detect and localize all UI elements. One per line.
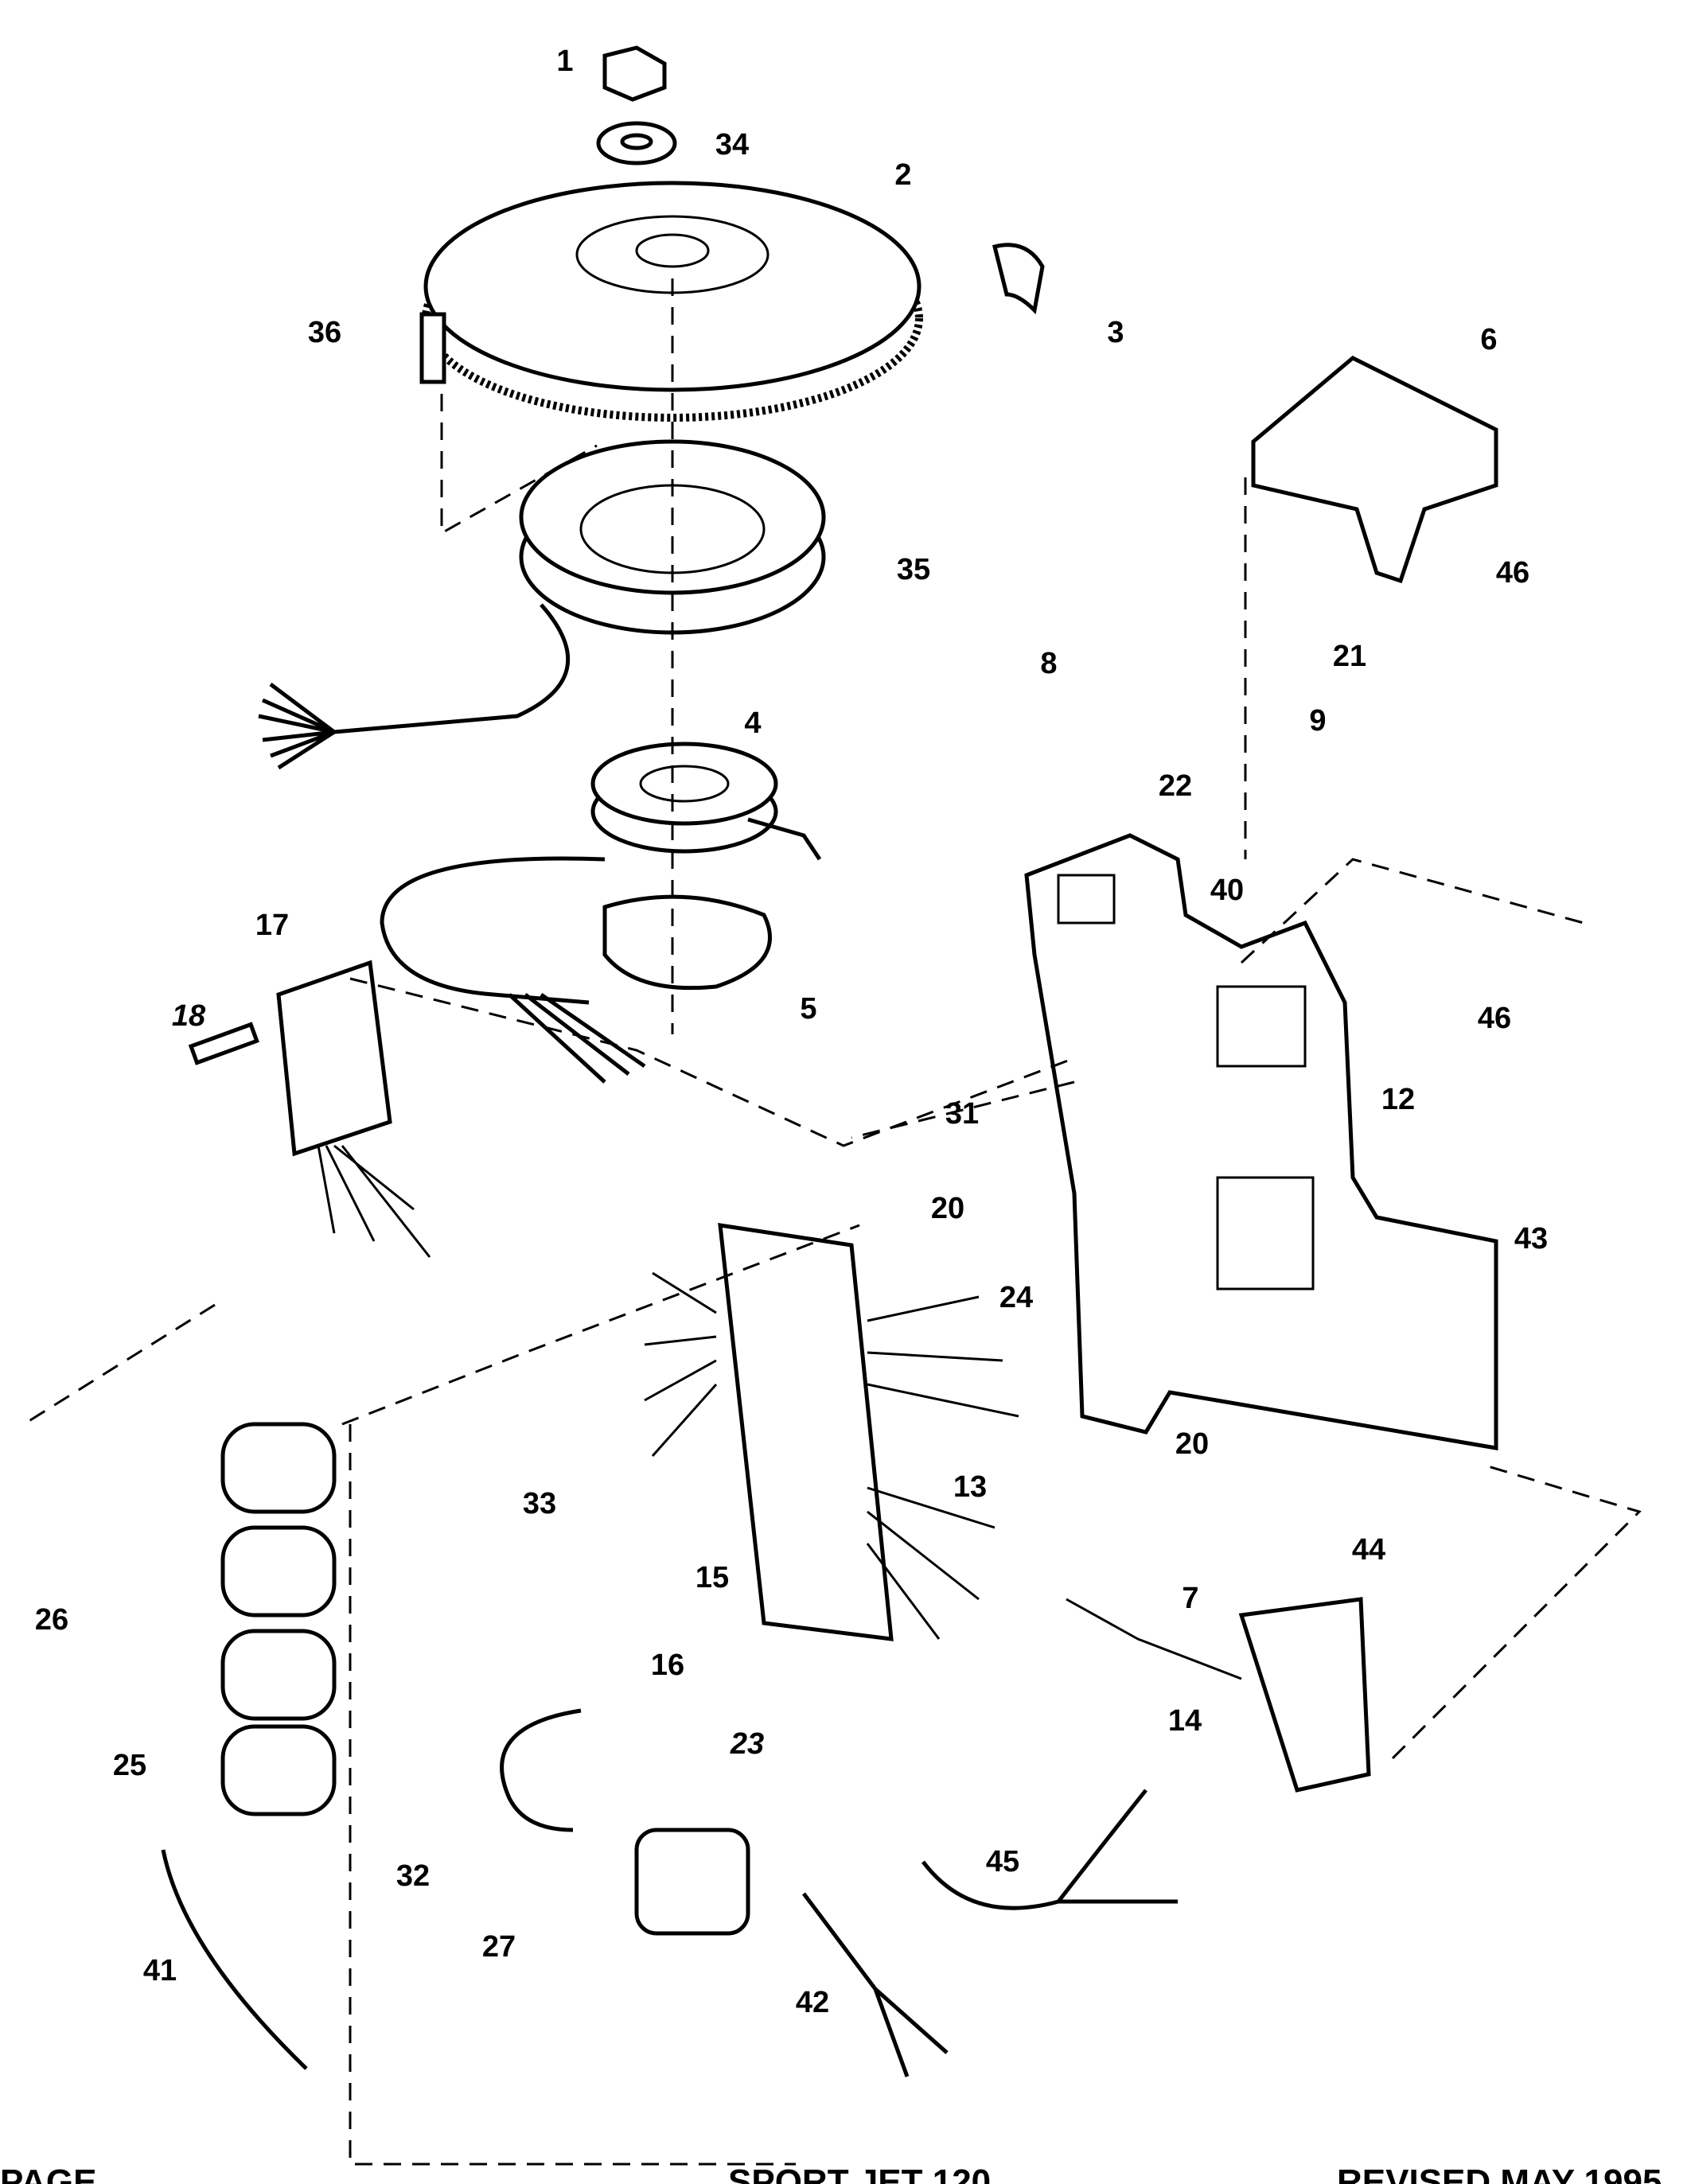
rectifier-part: [276, 960, 431, 1258]
solenoid-part: [500, 1708, 750, 1936]
callout-7: 7: [1182, 1582, 1198, 1615]
key-part: [992, 243, 1045, 315]
callout-20: 20: [1175, 1427, 1209, 1461]
nut-part: [602, 45, 667, 102]
retainer-part: [602, 894, 772, 991]
harness-part: [921, 1789, 1178, 1910]
callout-6: 6: [1480, 323, 1497, 356]
callout-45: 45: [986, 1845, 1019, 1878]
callout-22: 22: [1159, 769, 1192, 803]
callout-33: 33: [523, 1487, 556, 1520]
callout-12: 12: [1381, 1083, 1415, 1116]
footer-page: PAGE: [0, 2163, 97, 2184]
callout-25: 25: [113, 1749, 146, 1782]
harness-part: [802, 1892, 949, 2077]
callout-16: 16: [651, 1649, 684, 1682]
callout-35: 35: [897, 553, 930, 586]
callout-36: 36: [308, 316, 341, 349]
screw-part: [419, 312, 446, 384]
bracket-part: [1251, 356, 1498, 584]
footer-revision: REVISED MAY 1995: [1337, 2163, 1662, 2184]
footer-model: SPORT JET 120: [728, 2163, 992, 2184]
callout-24: 24: [999, 1281, 1033, 1314]
callout-17: 17: [255, 909, 289, 942]
bolt-part: [188, 1022, 259, 1065]
callout-46: 46: [1496, 556, 1529, 590]
ignition-coil-part: [220, 1422, 337, 1816]
callout-42: 42: [796, 1986, 829, 2019]
callout-34: 34: [715, 128, 749, 162]
callout-20: 20: [931, 1192, 964, 1225]
trigger-part: [380, 742, 822, 1084]
callout-23: 23: [730, 1727, 764, 1761]
callout-2: 2: [894, 158, 911, 192]
callout-4: 4: [744, 707, 761, 740]
ground-lead-part: [161, 1849, 308, 2070]
callout-40: 40: [1210, 874, 1244, 907]
washer-part: [596, 121, 677, 165]
callout-46: 46: [1478, 1002, 1511, 1035]
callout-43: 43: [1514, 1222, 1548, 1256]
callout-14: 14: [1168, 1704, 1202, 1738]
callout-5: 5: [800, 992, 816, 1026]
mounting-plate-part: [1024, 833, 1498, 1450]
module-part: [1066, 1597, 1371, 1793]
callout-26: 26: [35, 1603, 68, 1637]
callout-1: 1: [556, 45, 573, 78]
callout-31: 31: [945, 1097, 979, 1131]
callout-44: 44: [1352, 1533, 1385, 1567]
callout-21: 21: [1333, 640, 1366, 673]
callout-9: 9: [1309, 704, 1326, 738]
callout-3: 3: [1107, 316, 1124, 349]
flywheel-part: [422, 181, 923, 422]
callout-15: 15: [695, 1561, 729, 1594]
callout-41: 41: [143, 1954, 177, 1987]
callout-32: 32: [396, 1859, 430, 1893]
callout-27: 27: [482, 1930, 516, 1964]
callout-13: 13: [953, 1470, 987, 1504]
stator-part: [258, 439, 826, 770]
switch-box-part: [644, 1223, 1019, 1641]
callout-18: 18: [172, 999, 206, 1033]
callout-8: 8: [1040, 647, 1057, 680]
